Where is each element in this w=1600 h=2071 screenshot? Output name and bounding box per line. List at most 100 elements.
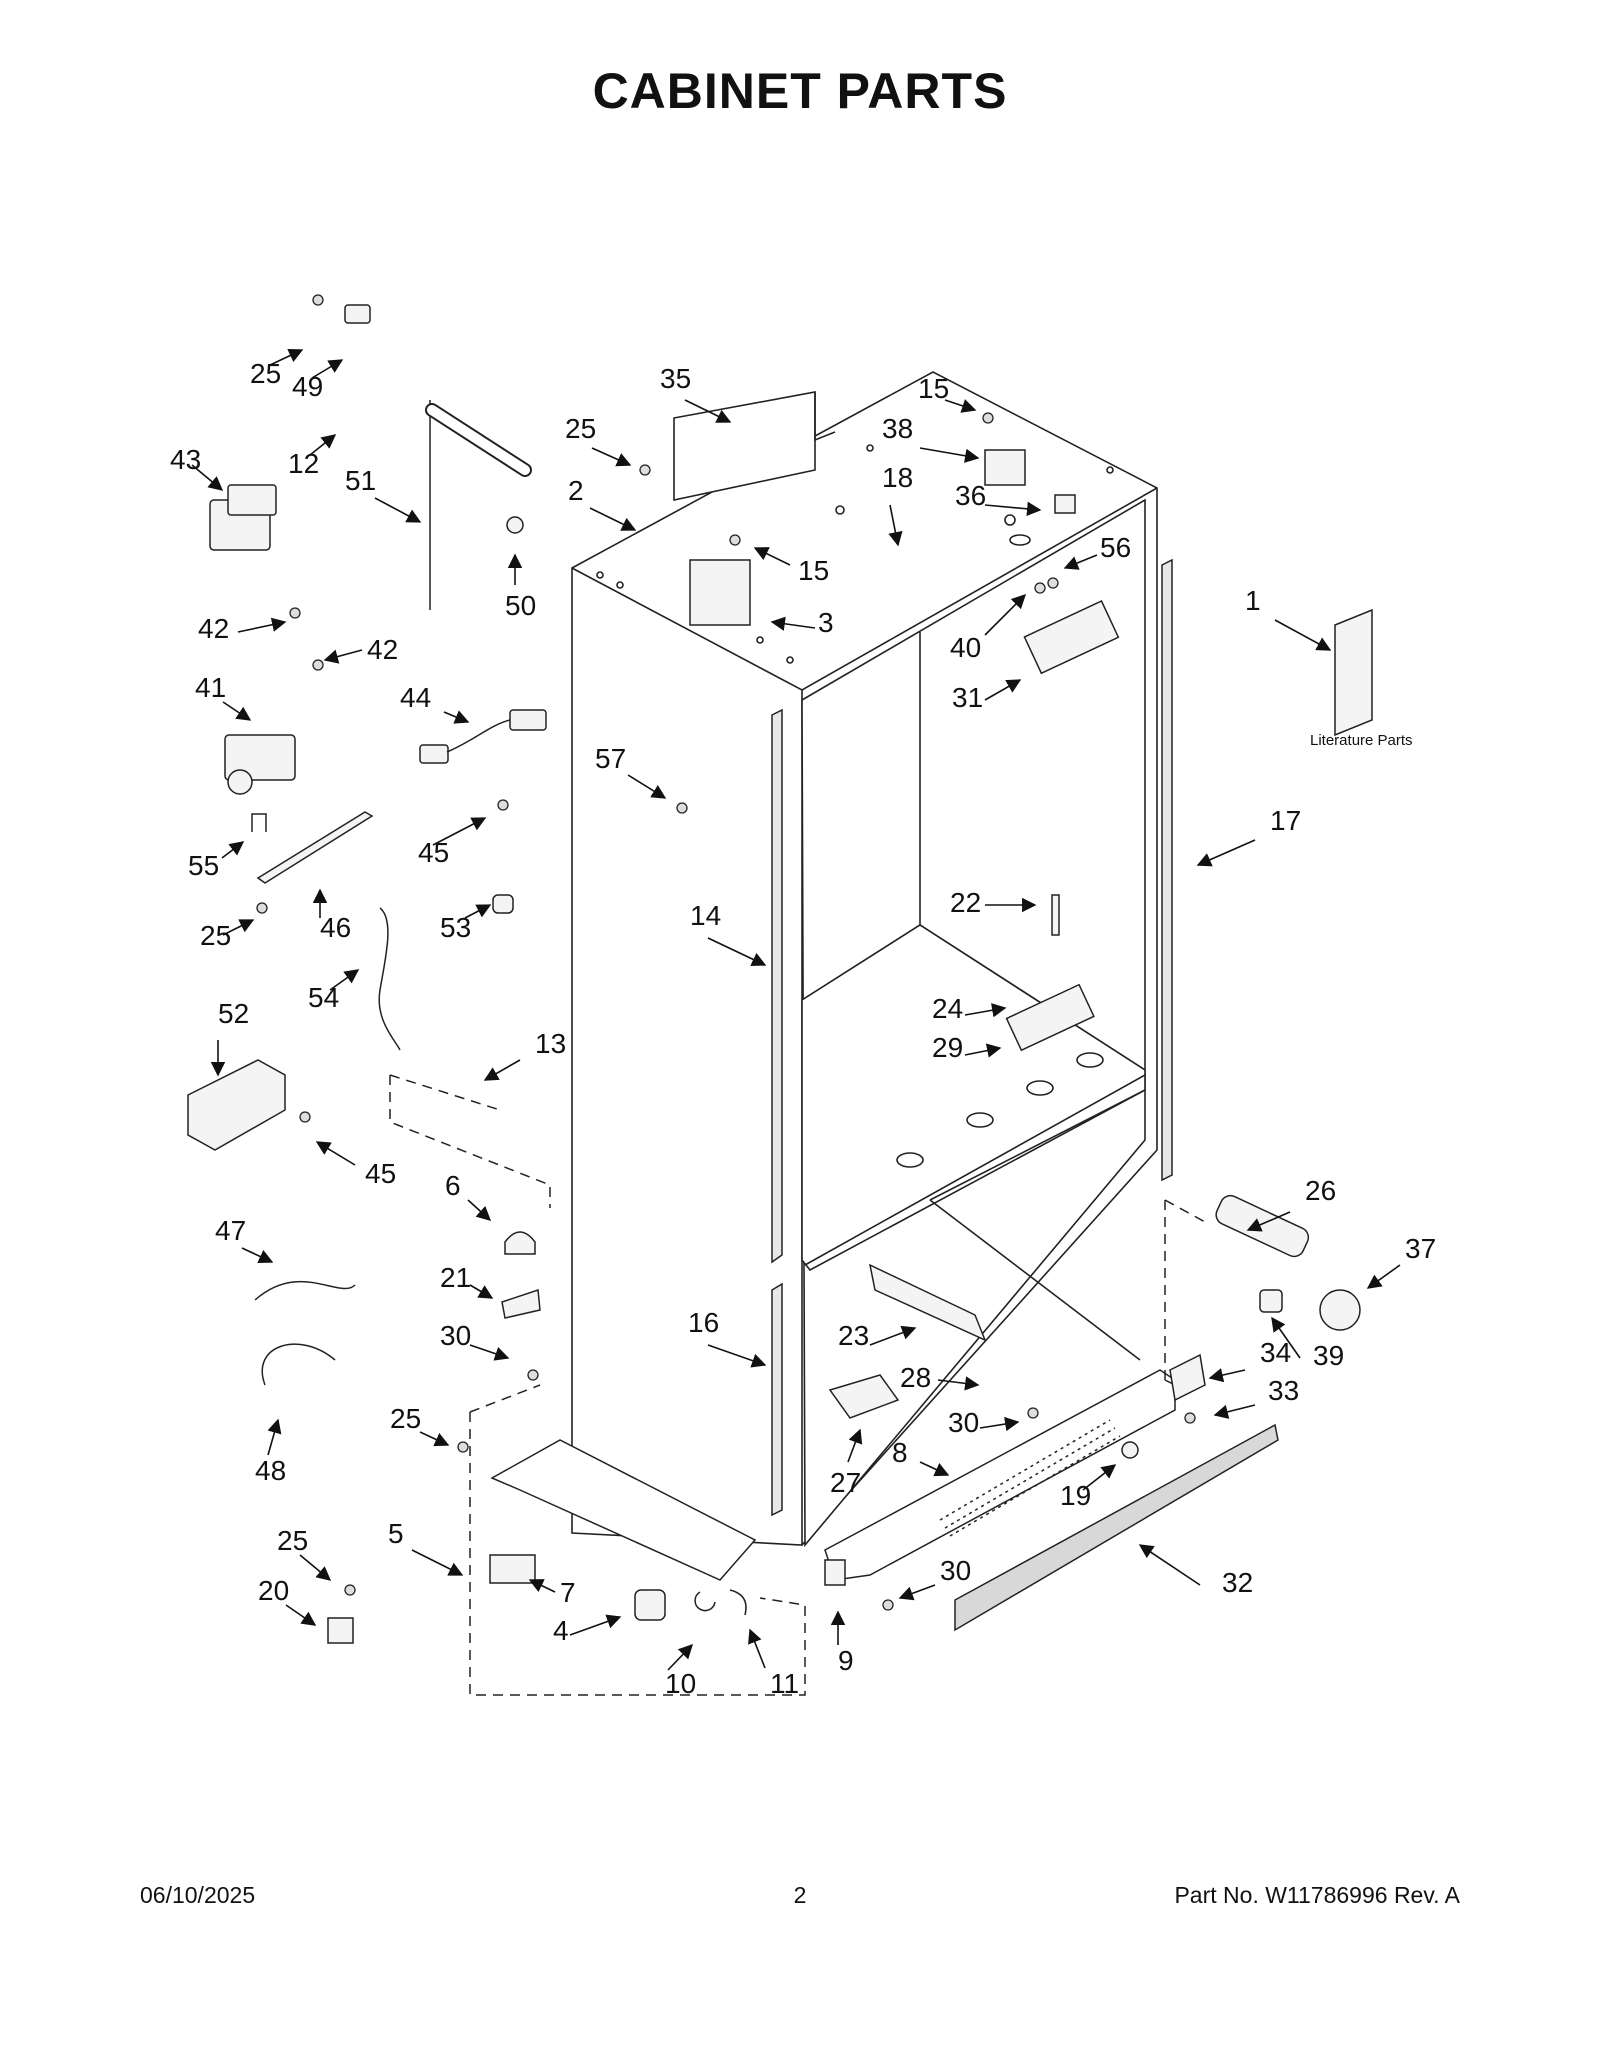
callout-label-c51: 51 [345, 465, 376, 496]
callout-label-c24: 24 [932, 993, 963, 1024]
callout-arrow-c24 [964, 1003, 1007, 1018]
callout-label-c30b: 30 [948, 1407, 979, 1438]
callout-label-c32: 32 [1222, 1567, 1253, 1598]
callout-label-c1: 1 [1245, 585, 1261, 616]
callout-label-c50: 50 [505, 590, 536, 621]
callout-arrow-c47 [241, 1247, 274, 1264]
callout-arrow-c26 [1246, 1211, 1291, 1232]
callout-arrow-c39 [1271, 1316, 1301, 1359]
callout-label-c17: 17 [1270, 805, 1301, 836]
callout-label-c38: 38 [882, 413, 913, 444]
callout-label-c52: 52 [218, 998, 249, 1029]
callout-label-c34: 34 [1260, 1337, 1291, 1368]
callout-arrow-c42a [237, 617, 287, 633]
callout-arrow-c25b [222, 919, 255, 936]
callout-arrow-c36 [984, 501, 1042, 516]
callout-arrow-c51 [374, 497, 422, 523]
callout-label-c25b: 25 [200, 920, 231, 951]
callout-arrow-c45a [432, 817, 487, 846]
callout-arrow-c11 [748, 1628, 766, 1669]
callout-label-c20: 20 [258, 1575, 289, 1606]
callout-arrow-c17 [1196, 839, 1256, 867]
callout-arrow-c5 [411, 1549, 464, 1576]
callout-arrow-c57 [627, 774, 667, 799]
callout-label-c21: 21 [440, 1262, 471, 1293]
callout-label-c28: 28 [900, 1362, 931, 1393]
callout-label-c49: 49 [292, 371, 323, 402]
callout-arrow-c37 [1366, 1264, 1401, 1289]
callout-label-c8: 8 [892, 1437, 908, 1468]
screws [256, 294, 1196, 1611]
callout-label-c25c: 25 [390, 1403, 421, 1434]
callout-arrow-c41 [222, 701, 252, 721]
callout-label-c19: 19 [1060, 1480, 1091, 1511]
callout-label-c15b: 15 [918, 373, 949, 404]
callout-label-c57: 57 [595, 743, 626, 774]
callout-label-c42b: 42 [367, 634, 398, 665]
callout-label-c48: 48 [255, 1455, 286, 1486]
callout-label-c27: 27 [830, 1467, 861, 1498]
callout-label-c40: 40 [950, 632, 981, 663]
small-parts [187, 304, 1373, 1644]
callout-label-c25e: 25 [565, 413, 596, 444]
callout-label-c31: 31 [952, 682, 983, 713]
callout-arrow-c48 [267, 1418, 282, 1456]
footer-part-number: Part No. W11786996 Rev. A [1174, 1882, 1460, 1908]
footer-page-number: 2 [793, 1882, 807, 1908]
callout-arrow-c54 [329, 969, 360, 991]
callout-arrow-c21 [469, 1284, 494, 1299]
callout-arrow-c30c [898, 1584, 936, 1601]
callout-label-c37: 37 [1405, 1233, 1436, 1264]
callout-arrow-c12 [309, 434, 337, 456]
callout-arrow-c56 [1063, 554, 1098, 570]
callout-arrow-c4 [569, 1614, 622, 1636]
callout-label-c46: 46 [320, 912, 351, 943]
callout-label-c54: 54 [308, 982, 339, 1013]
callout-label-c26: 26 [1305, 1175, 1336, 1206]
callout-arrow-c31 [984, 679, 1022, 701]
page-title: CABINET PARTS [592, 63, 1008, 119]
callout-label-c6: 6 [445, 1170, 461, 1201]
callout-label-c45b: 45 [365, 1158, 396, 1189]
callout-arrow-c29 [964, 1043, 1002, 1058]
callout-arrow-c15a [753, 547, 791, 566]
callout-arrow-c1 [1274, 619, 1332, 651]
callout-arrow-c18 [888, 504, 903, 547]
callout-label-c53: 53 [440, 912, 471, 943]
callout-label-c18: 18 [882, 462, 913, 493]
callout-label-c13: 13 [535, 1028, 566, 1059]
callout-arrow-c8 [919, 1461, 950, 1477]
callout-label-c36: 36 [955, 480, 986, 511]
callout-arrow-c13 [483, 1059, 521, 1081]
callout-label-c4: 4 [553, 1615, 569, 1646]
callout-label-c22: 22 [950, 887, 981, 918]
callout-label-c12: 12 [288, 448, 319, 479]
callout-label-c5: 5 [388, 1518, 404, 1549]
callout-arrow-c3 [770, 616, 816, 631]
callout-arrow-c42b [323, 649, 363, 664]
callout-arrow-c10 [667, 1643, 693, 1671]
callout-label-c29: 29 [932, 1032, 963, 1063]
callout-arrow-c19 [1082, 1464, 1117, 1491]
callout-arrow-c35 [684, 399, 732, 423]
callout-arrow-c49 [311, 359, 344, 379]
door-seals [771, 558, 1173, 1517]
callout-label-c44: 44 [400, 682, 431, 713]
literature-parts-label: Literature Parts [1310, 732, 1413, 749]
callout-label-c10: 10 [665, 1668, 696, 1699]
callout-arrow-c28 [937, 1376, 980, 1391]
callout-label-c30a: 30 [440, 1320, 471, 1351]
callout-arrow-c25a [269, 348, 304, 366]
callout-arrow-c40 [984, 593, 1027, 636]
callout-arrow-c25d [299, 1554, 332, 1581]
callout-label-c7: 7 [560, 1577, 576, 1608]
callout-label-c11: 11 [770, 1668, 799, 1699]
callout-arrow-c2 [589, 507, 637, 531]
callout-label-c39: 39 [1313, 1340, 1344, 1371]
callout-label-c23: 23 [838, 1320, 869, 1351]
callout-arrow-c30b [979, 1416, 1020, 1432]
callout-label-c15a: 15 [798, 555, 829, 586]
callout-arrow-c7 [528, 1579, 556, 1593]
